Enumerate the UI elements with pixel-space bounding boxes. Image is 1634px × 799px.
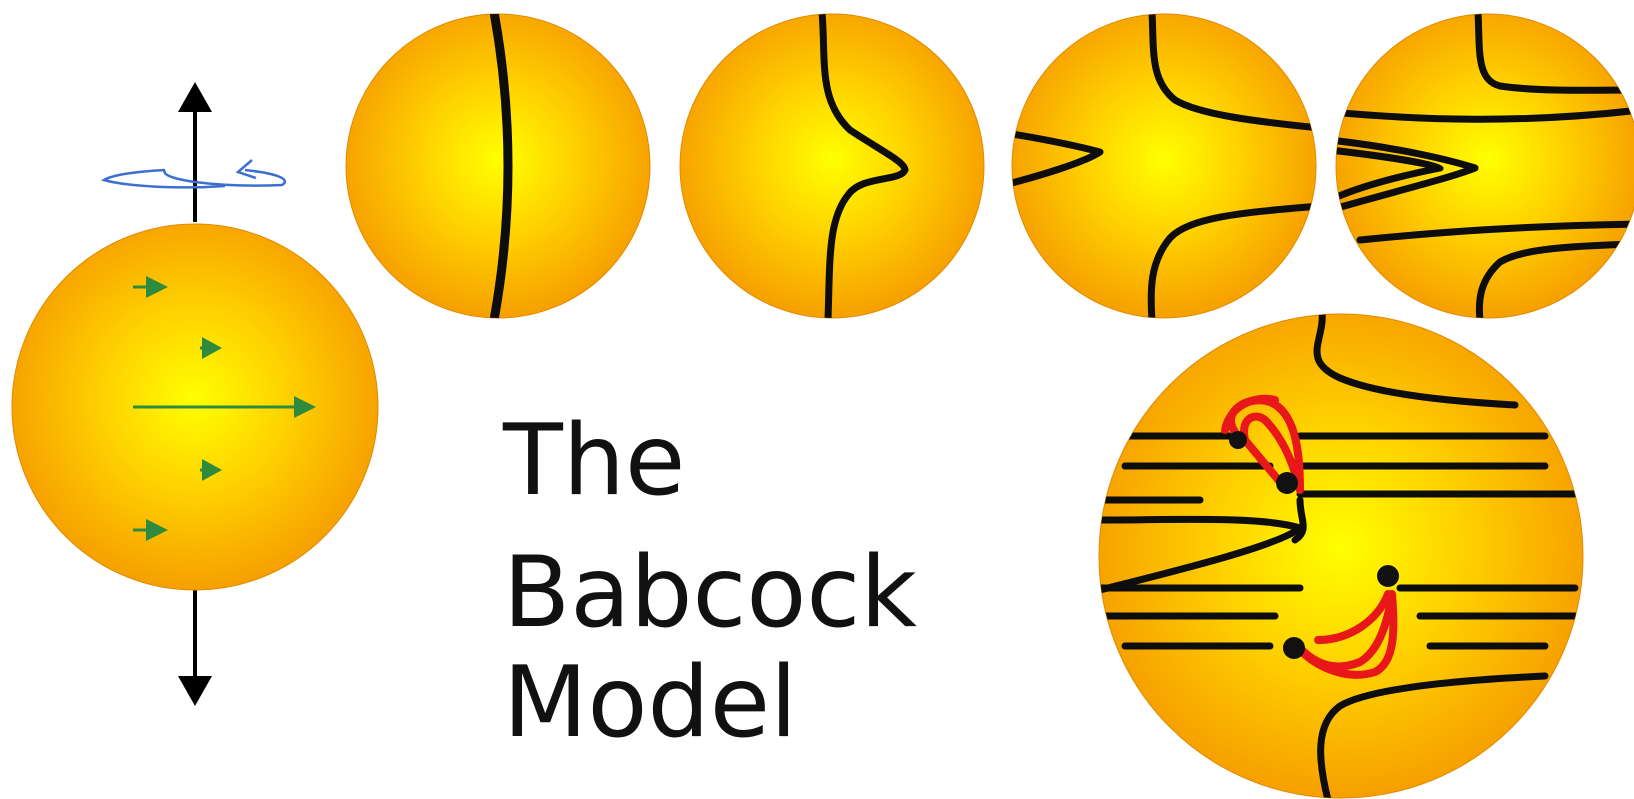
sunspot xyxy=(1377,565,1399,587)
title-line-1: The xyxy=(502,404,685,518)
title-line-2: Babcock xyxy=(503,536,917,650)
stage-2-field-wrapping xyxy=(680,12,984,320)
sunspot xyxy=(1283,637,1305,659)
stage-3-field-winding xyxy=(1000,12,1320,320)
title-line-3: Model xyxy=(503,646,797,760)
stage-1-poloidal-field xyxy=(346,12,650,320)
rotating-sun xyxy=(12,82,378,706)
sunspot xyxy=(1229,431,1247,449)
sunspot xyxy=(1276,472,1298,494)
axis-arrowhead-up-icon xyxy=(178,82,212,112)
axis-arrowhead-down-icon xyxy=(178,676,212,706)
stage-5-emerging-flux xyxy=(1095,312,1583,799)
stage-4-toroidal-field xyxy=(1330,12,1634,320)
diagram-title: The Babcock Model xyxy=(502,404,917,760)
